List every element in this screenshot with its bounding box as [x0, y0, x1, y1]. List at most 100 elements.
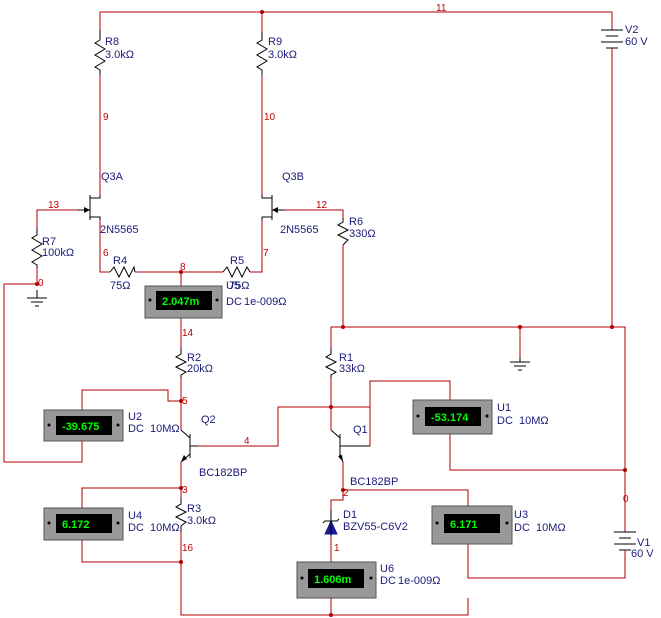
component-value: 75Ω	[229, 280, 249, 292]
component-value: 3.0kΩ	[105, 49, 134, 61]
jfet-q3a[interactable]: Q3A 2N5565	[78, 171, 139, 236]
component-name: R4	[113, 255, 127, 267]
meter-param: 1e-009Ω	[398, 575, 440, 587]
zener-d1[interactable]: D1 BZV55-C6V2	[322, 509, 408, 536]
meter-reading: 2.047m	[162, 296, 200, 308]
net-label: 10	[264, 112, 276, 123]
ground-icon	[510, 358, 530, 371]
component-name: V1	[637, 537, 650, 549]
component-name: V2	[625, 24, 638, 36]
component-value: 60 V	[631, 548, 654, 560]
meter-param: 10MΩ	[536, 522, 566, 534]
bjt-q2[interactable]: Q2 BC182BP	[180, 414, 247, 479]
net-label: 16	[182, 543, 194, 554]
component-name: Q2	[201, 414, 216, 426]
meter-u6[interactable]: 1.606m U6 DC 1e-009Ω	[296, 561, 440, 615]
resistor-r9[interactable]: R9 3.0kΩ	[256, 32, 297, 75]
component-name: Q1	[353, 424, 368, 436]
net-label: 9	[103, 112, 109, 123]
meter-reading: 6.171	[450, 519, 478, 531]
component-name: Q3B	[282, 171, 304, 183]
resistor-r2[interactable]: R2 20kΩ	[174, 348, 213, 378]
wire-u3-bottom	[467, 544, 626, 579]
wire-q3a-source	[99, 220, 110, 273]
resistor-r7[interactable]: R7 100kΩ	[31, 228, 74, 268]
meter-u3[interactable]: 6.171 U3 DC 10MΩ	[431, 505, 566, 545]
meter-name: U6	[380, 563, 394, 575]
wire-u1-top	[369, 380, 451, 407]
bjt-q1[interactable]: Q1 BC182BP	[330, 407, 398, 488]
resistor-r4[interactable]: R4 75Ω	[109, 255, 136, 292]
meter-mode: DC	[514, 522, 530, 534]
resistor-r6[interactable]: R6 330Ω	[336, 216, 376, 246]
meter-reading: -39.675	[62, 421, 99, 433]
wire-q3b-source	[250, 220, 263, 273]
junction	[179, 399, 183, 403]
meter-u5[interactable]: 2.047m U5 DC 1e-009Ω	[144, 280, 286, 319]
meter-name: U5	[226, 280, 240, 292]
component-value: 3.0kΩ	[268, 49, 297, 61]
meter-param: 1e-009Ω	[244, 296, 286, 308]
junction	[610, 325, 614, 329]
component-value: 330Ω	[349, 228, 376, 240]
meter-u4[interactable]: 6.172 U4 DC 10MΩ	[43, 507, 180, 541]
net-label: 1	[334, 543, 340, 554]
net-label: 14	[182, 328, 194, 339]
component-value: 100kΩ	[42, 247, 74, 259]
voltage-source-v2[interactable]: V2 60 V	[601, 24, 648, 52]
meter-reading: 1.606m	[314, 574, 352, 586]
meter-u1[interactable]: -53.174 U1 DC 10MΩ	[412, 399, 549, 435]
net-label: 0	[623, 494, 629, 505]
meter-reading: 6.172	[62, 519, 90, 531]
wire-u4-top	[81, 487, 181, 508]
component-model: BC182BP	[199, 467, 247, 479]
resistor-r1[interactable]: R1 33kΩ	[324, 348, 365, 378]
component-name: R3	[187, 503, 201, 515]
junction	[179, 486, 183, 490]
wire-u1-bottom	[449, 434, 625, 471]
component-model: 2N5565	[280, 224, 319, 236]
junction	[329, 405, 333, 409]
component-value: 33kΩ	[339, 363, 365, 375]
meter-mode: DC	[380, 575, 396, 587]
wire-net-12	[278, 209, 344, 218]
junction	[518, 325, 522, 329]
meter-mode: DC	[128, 423, 144, 435]
component-name: Q3A	[101, 171, 124, 183]
wire-u4-bottom	[81, 540, 181, 563]
resistor-r3[interactable]: R3 3.0kΩ	[174, 498, 216, 532]
net-label: 11	[436, 3, 447, 14]
component-name: R1	[339, 352, 353, 364]
wire-net-13	[36, 209, 85, 228]
jfet-q3b[interactable]: Q3B 2N5565	[261, 171, 319, 236]
net-label: 0	[38, 278, 44, 289]
wire-left-loop	[3, 283, 83, 463]
junction	[341, 325, 345, 329]
component-model: BC182BP	[350, 476, 398, 488]
voltage-source-v1[interactable]: V1 60 V	[614, 531, 654, 566]
component-name: R6	[349, 216, 363, 228]
meter-name: U4	[128, 510, 142, 522]
component-name: R9	[268, 36, 282, 48]
meter-u2[interactable]: -39.675 U2 DC 10MΩ	[43, 409, 180, 442]
net-labels: 11 9 10 13 12 6 7 8 0 0 14 5 4 3 16 2 1	[38, 3, 629, 554]
wire-net-2	[330, 462, 344, 510]
wire-net-4	[195, 406, 370, 447]
component-name: D1	[343, 509, 357, 521]
net-label: 4	[244, 436, 250, 447]
component-model: BZV55-C6V2	[343, 521, 408, 533]
wire-net-16	[180, 532, 469, 616]
meter-param: 10MΩ	[150, 522, 180, 534]
component-name: R8	[105, 36, 119, 48]
junction	[35, 282, 39, 286]
net-label: 13	[48, 200, 60, 211]
meter-reading: -53.174	[431, 412, 469, 424]
meter-param: 10MΩ	[519, 415, 549, 427]
junction	[623, 468, 627, 472]
component-name: R5	[230, 255, 244, 267]
net-label: 5	[182, 396, 188, 407]
resistor-r8[interactable]: R8 3.0kΩ	[94, 30, 134, 75]
resistor-r5[interactable]: R5 75Ω	[222, 255, 251, 292]
meter-name: U2	[128, 411, 142, 423]
meter-name: U3	[514, 509, 528, 521]
